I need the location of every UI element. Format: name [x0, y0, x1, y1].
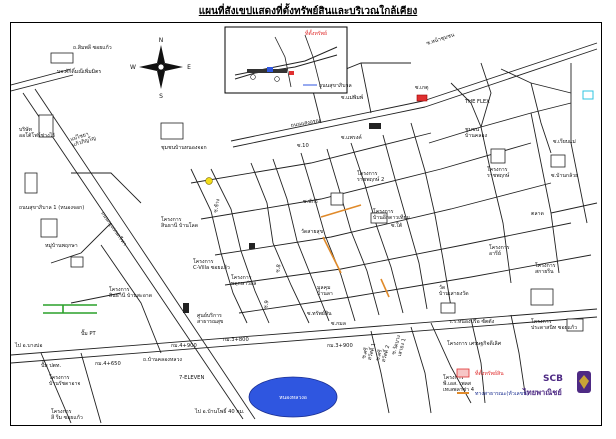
- upper-road: [11, 42, 598, 148]
- label-project-ban-ploen: โครงการสินธานี บ้านสะอาด: [109, 286, 152, 299]
- label-school: ร.ร.หนองปรือ ซัตตัง: [449, 318, 495, 325]
- street-network: [40, 62, 598, 424]
- label-project-pruksa: โครงการพฤกษาวิลล์: [231, 274, 256, 287]
- label-wat: วัดบ้านเสาธงวัด: [439, 284, 469, 297]
- label-krung-thep-kreetha: ถนนกรุงเทพกรีฑา: [99, 210, 128, 247]
- dark-block-3: [183, 303, 189, 313]
- map-title: แผนที่สังเขปแสดงที่ตั้งทรัพย์สินและบริเว…: [198, 6, 418, 17]
- label-project-rachapruek: โครงการราชพฤกษ์: [487, 166, 510, 179]
- compass-south: S: [159, 93, 163, 100]
- legend-property-text: ที่ตั้งทรัพย์สิน: [475, 369, 504, 377]
- label-project-arin: โครงการอารีย์: [489, 244, 510, 257]
- label-moo-ban-pruksa: หมู่บ้านพฤกษา: [45, 242, 78, 249]
- landmark-yellow: [205, 177, 213, 185]
- label-tambon: ถ.บ้านคลองหลวง: [143, 356, 182, 363]
- label-soi-lamphun: ซ.แม่พิมพ์: [341, 94, 364, 101]
- label-project-pleng: โครงการบ้านรัชดาอาจ: [49, 374, 80, 387]
- inset-road-label: ถนนสุขาภิบาล: [319, 82, 352, 89]
- legend: ที่ตั้งทรัพย์สิน ทางสาธารณะ(หัวเลขหั): [456, 368, 529, 397]
- building-blocks: [24, 52, 594, 332]
- label-project-mini: โครงการประดาสนิท ซอยแก้ว: [531, 318, 577, 331]
- label-nong-jok: ถนนสุขาภิบาล 1 (หนองจอก): [19, 204, 84, 211]
- label-moo3: ซ.วัดบางเสาธง 1: [390, 334, 408, 357]
- highway-diagonal: [22, 88, 256, 420]
- cyan-marker: [582, 90, 594, 100]
- inset-property-label: ที่ตั้งทรัพย์: [305, 29, 327, 37]
- highway-horizontal-bottom: [11, 308, 598, 364]
- label-the-flex: THE FLEX: [464, 99, 490, 105]
- label-soi-nam: ซ.หน้าชุมชน: [425, 31, 455, 47]
- property-marker[interactable]: [416, 94, 428, 102]
- label-go-to-min-buri: ไป อ.บางบ่อ: [14, 341, 42, 349]
- legend-road-text: ทางสาธารณะ(หัวเลขหั): [475, 390, 529, 397]
- label-auto-company: บริษัทออโต้โฟร์ช่างไร้: [19, 126, 55, 139]
- legend-property-swatch: [456, 368, 470, 378]
- label-project-tiwanon: โครงการพี.เอส. เพลสเทเลพลาซ่า 4: [443, 374, 475, 393]
- label-project-rachapruek2: โครงการราชพฤกษ์ 2: [357, 170, 384, 183]
- label-soi-phlang: ซ.แพรงค์: [341, 134, 362, 141]
- label-community-nong-jok: ชุมชนบ้านหนองจอก: [161, 144, 207, 151]
- label-soi-10: ซ.10: [297, 143, 309, 149]
- map-frame: หนองหลวงอ N S E W ที่ตั้งทรัพย์ ถนนสุขาภ…: [10, 22, 602, 426]
- label-soi-8: ซ.8: [275, 264, 282, 273]
- label-project-ekachai: โครงการบ้านอีกดาวเทียม: [373, 208, 410, 221]
- lake-label: หนองหลวงอ: [279, 395, 307, 401]
- label-pt-gas: ปั๊ม PT: [81, 329, 96, 337]
- brand-thai-text: ไทยพาณิชย์: [522, 387, 562, 397]
- label-sim-road: ถ.สิมพลี ซอยแก้ว: [73, 44, 112, 51]
- label-wat2: วัดสายสุข: [301, 228, 324, 235]
- label-mui-toei: มูลคุมบ้านลา: [317, 285, 333, 297]
- label-market: ตลาด: [531, 211, 544, 217]
- compass-west: W: [130, 64, 136, 71]
- label-project-a: โครงการ เศรษฐกิจดีเลิศ: [447, 340, 502, 347]
- label-km-3800: กม.3+800: [223, 337, 249, 343]
- label-go-to-road: ไป อ.บ้านโพธิ์ 40 กม.: [194, 407, 245, 415]
- compass-east: E: [187, 64, 191, 71]
- label-project-ruamsuk: โครงการสี รีม ซอยแก้ว: [51, 408, 83, 421]
- label-project-sinthanee: โครงการสินธานี บ้านโลด: [161, 216, 198, 229]
- label-hospital: ศูนย์บริการสาธารณสุข: [197, 312, 224, 325]
- label-ptt: ปั๊ม ปตท.: [41, 361, 61, 369]
- label-soi-pak: ซ.พักวิ: [303, 198, 318, 205]
- label-soi-chang: ซ.ช้าง: [212, 198, 221, 214]
- compass-rose: N S E W: [130, 37, 191, 100]
- label-saeng-arun: ถนนแสงอรุณ: [290, 118, 321, 129]
- label-soi-ket: ซ.เกตุ: [415, 85, 428, 91]
- label-suan-pai: แม่ไชยาแก้วภิญโญ: [69, 128, 97, 149]
- scb-logo-diamond: [579, 375, 589, 389]
- compass-north: N: [159, 37, 164, 44]
- label-chum-chon-ban-klong: ชุมชนบ้านคลอง: [465, 127, 488, 139]
- label-soi-tai: ซ.ใต้: [391, 222, 402, 229]
- dark-block: [369, 123, 381, 129]
- green-road: [43, 304, 97, 314]
- label-km-4900: กม.4+900: [171, 343, 197, 349]
- scb-brand: SCB ไทยพาณิชย์: [522, 371, 591, 397]
- label-sakdi-mon: บจ.ศักดิ์มณีเพิ่มมิตร: [57, 67, 101, 75]
- inset-map: ที่ตั้งทรัพย์ ถนนสุขาภิบาล: [224, 26, 352, 94]
- label-seven-eleven: 7-ELEVEN: [179, 375, 204, 381]
- label-km-4650: กม.4+650: [95, 361, 121, 367]
- map-canvas: หนองหลวงอ N S E W ที่ตั้งทรัพย์ ถนนสุขาภ…: [11, 26, 598, 424]
- label-ban-kluay: ซ.บ้านกล้วย: [551, 172, 578, 179]
- label-moo5: ซ.ทรัพย์สิน: [307, 310, 332, 317]
- label-project-sky: โครงการสกายรีน: [535, 262, 556, 275]
- label-soi-kom: ซ.กมล: [331, 321, 346, 327]
- lake: [248, 376, 338, 418]
- label-soi-9: ซ.9: [263, 300, 270, 309]
- brand-scb-text: SCB: [543, 374, 563, 384]
- label-sanam-chai: ซ.เรียบแม่: [553, 138, 576, 145]
- dark-block-2: [249, 243, 255, 249]
- label-km-3900: กม.3+900: [327, 343, 353, 349]
- public-road-orange: [320, 204, 390, 298]
